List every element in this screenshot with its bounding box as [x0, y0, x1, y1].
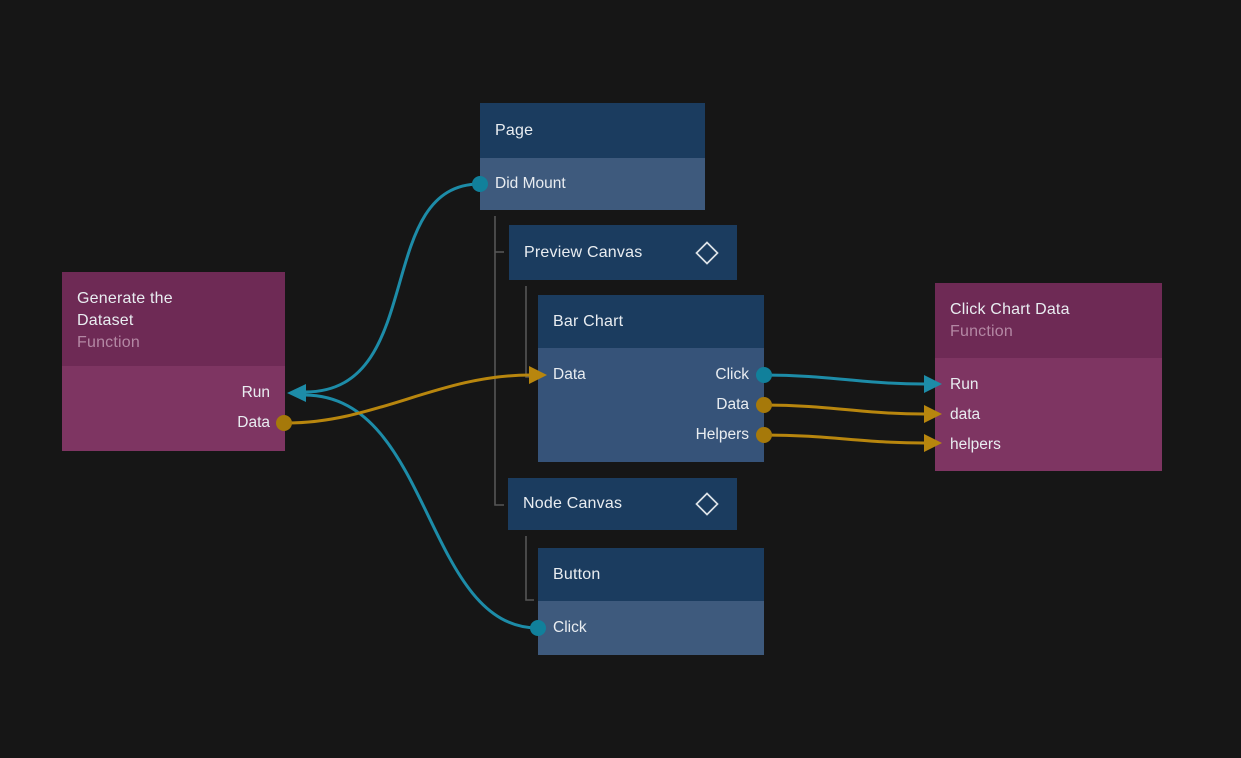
- tree-line-preview-to-barchart: [525, 286, 534, 378]
- node-subtitle: Function: [77, 333, 140, 351]
- port-label: Run: [950, 376, 979, 393]
- port-data[interactable]: data: [935, 400, 1162, 430]
- node-title: Generate the Dataset: [77, 289, 173, 329]
- node-bar-chart[interactable]: Bar Chart Data Click Data Helpers: [538, 295, 764, 462]
- node-subtitle: Function: [950, 323, 1013, 340]
- node-button[interactable]: Button Click: [538, 548, 764, 655]
- node-title: Page: [495, 121, 534, 139]
- port-label: Data: [237, 414, 270, 431]
- port-run[interactable]: Run: [935, 370, 1162, 400]
- node-title: Preview Canvas: [524, 243, 643, 261]
- arrowhead-run-input: [287, 384, 306, 402]
- port-label: data: [950, 406, 981, 423]
- node-header: Preview Canvas: [509, 225, 737, 280]
- node-title: Button: [553, 565, 601, 583]
- wire-barchartdata-to-data[interactable]: [762, 403, 926, 416]
- node-ports-body: Run Data: [62, 366, 285, 451]
- port-helpers-output[interactable]: Helpers: [695, 426, 749, 443]
- port-click[interactable]: Click: [538, 601, 764, 655]
- wire-buttonclick-to-run[interactable]: [303, 393, 540, 630]
- wire-data-to-barchart-data[interactable]: [282, 373, 532, 425]
- node-title: Bar Chart: [553, 312, 624, 330]
- wire-barchartclick-to-run[interactable]: [762, 373, 926, 386]
- node-ports-body: Data Click Data Helpers: [538, 348, 764, 462]
- node-page[interactable]: Page Did Mount: [480, 103, 705, 210]
- port-data[interactable]: Data: [62, 408, 285, 438]
- node-generate-the-dataset[interactable]: Generate the Dataset Function Run Data: [62, 272, 285, 451]
- port-label: Run: [241, 384, 270, 401]
- node-header: Node Canvas: [508, 478, 737, 530]
- port-did-mount[interactable]: Did Mount: [480, 158, 705, 210]
- node-preview-canvas[interactable]: Preview Canvas: [509, 225, 737, 280]
- node-header: Bar Chart: [538, 295, 764, 348]
- node-click-chart-data[interactable]: Click Chart Data Function Run data helpe…: [935, 283, 1162, 471]
- port-label: Click: [553, 619, 587, 636]
- port-data-output[interactable]: Data: [716, 396, 749, 413]
- port-run[interactable]: Run: [62, 378, 285, 408]
- node-header: Generate the Dataset Function: [62, 272, 285, 366]
- wire-didmount-to-run[interactable]: [303, 182, 482, 394]
- node-header: Button: [538, 548, 764, 601]
- port-label: helpers: [950, 436, 1001, 453]
- port-data-input[interactable]: Data: [553, 366, 586, 383]
- node-title: Click Chart Data: [950, 301, 1070, 318]
- port-label: Did Mount: [495, 175, 566, 192]
- node-header: Page: [480, 103, 705, 158]
- tree-line-page-children: [494, 216, 504, 506]
- port-row: Data Click: [538, 360, 764, 390]
- node-ports-body: Run data helpers: [935, 358, 1162, 471]
- tree-line-nodecanvas-to-button: [525, 536, 534, 601]
- port-row: Helpers: [538, 420, 764, 450]
- node-header: Click Chart Data Function: [935, 283, 1162, 358]
- wire-helpers-to-helpers[interactable]: [762, 433, 926, 445]
- port-click-output[interactable]: Click: [715, 366, 749, 383]
- port-row: Data: [538, 390, 764, 420]
- port-helpers[interactable]: helpers: [935, 430, 1162, 460]
- node-node-canvas[interactable]: Node Canvas: [508, 478, 737, 530]
- node-title: Node Canvas: [523, 495, 623, 512]
